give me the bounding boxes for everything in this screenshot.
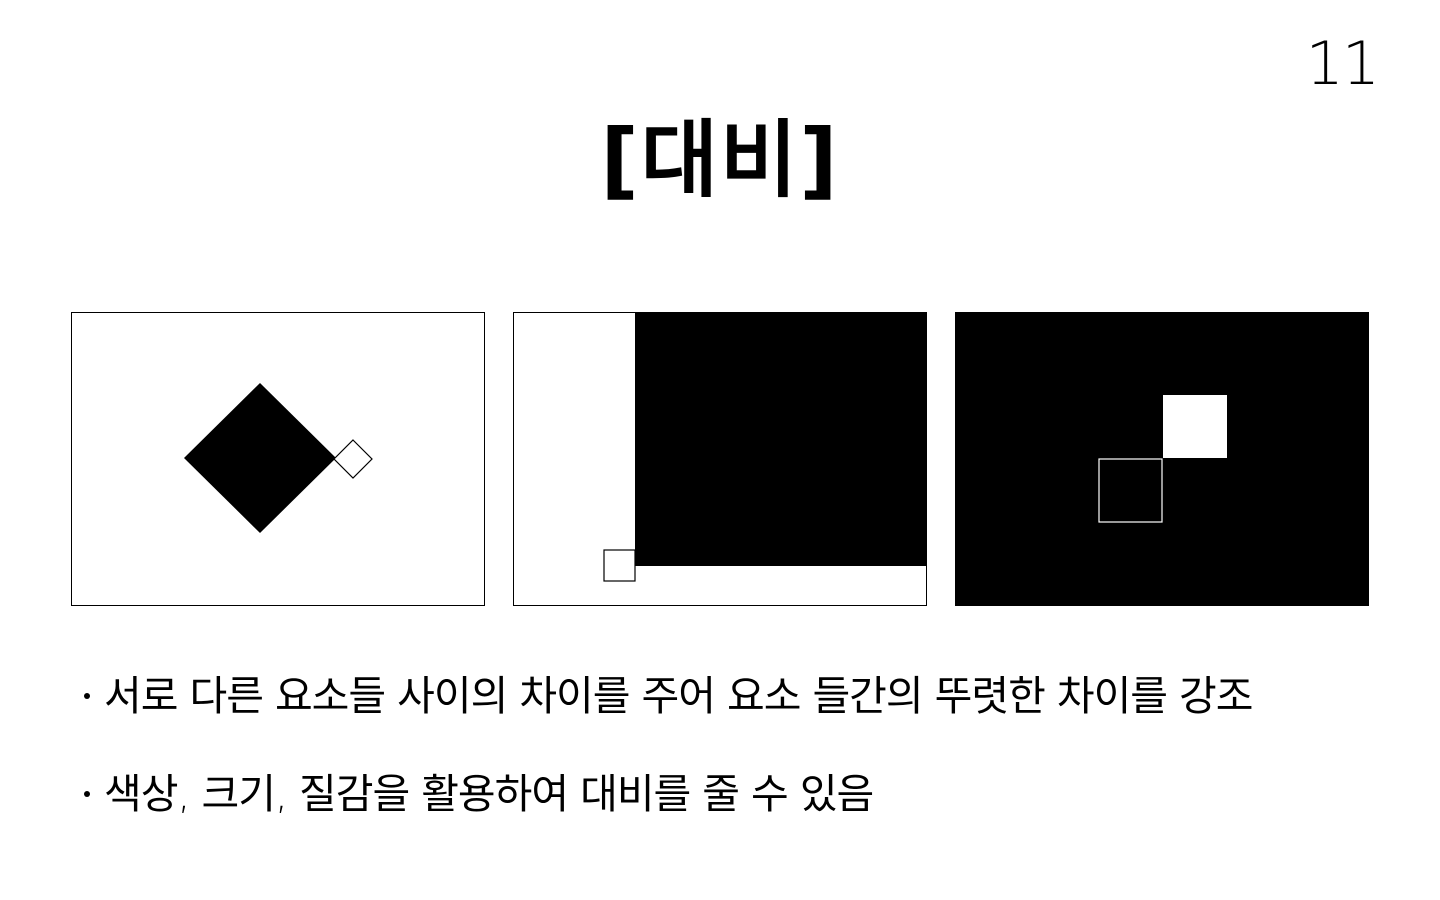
contrast-example-panel-2 bbox=[513, 312, 927, 606]
large-black-rectangle bbox=[635, 312, 927, 566]
slide-title: [대비] bbox=[600, 111, 840, 209]
contrast-example-panel-1 bbox=[71, 312, 485, 606]
contrast-example-panel-3 bbox=[955, 312, 1369, 606]
contrast-example-3-graphic bbox=[955, 312, 1369, 606]
bullet-item: 서로 다른 요소들 사이의 차이를 주어 요소 들간의 뚜렷한 차이를 강조 bbox=[78, 664, 1253, 728]
small-outline-diamond bbox=[333, 439, 373, 479]
bullet-list: 서로 다른 요소들 사이의 차이를 주어 요소 들간의 뚜렷한 차이를 강조 색… bbox=[78, 664, 1253, 826]
contrast-example-2-graphic bbox=[513, 312, 927, 606]
bullet-text: 색상, 크기, 질감을 활용하여 대비를 줄 수 있음 bbox=[104, 769, 874, 818]
bullet-text: 서로 다른 요소들 사이의 차이를 주어 요소 들간의 뚜렷한 차이를 강조 bbox=[104, 671, 1253, 720]
bullet-dot-icon bbox=[84, 791, 90, 797]
bullet-item: 색상, 크기, 질감을 활용하여 대비를 줄 수 있음 bbox=[78, 762, 1252, 826]
contrast-example-1-graphic bbox=[71, 312, 485, 606]
bullet-dot-icon bbox=[84, 693, 90, 699]
white-outline-square bbox=[1098, 458, 1163, 523]
large-black-diamond bbox=[184, 383, 336, 533]
white-filled-square bbox=[1163, 395, 1227, 458]
small-outline-square bbox=[603, 549, 636, 582]
page-number: 11 bbox=[1305, 29, 1380, 99]
